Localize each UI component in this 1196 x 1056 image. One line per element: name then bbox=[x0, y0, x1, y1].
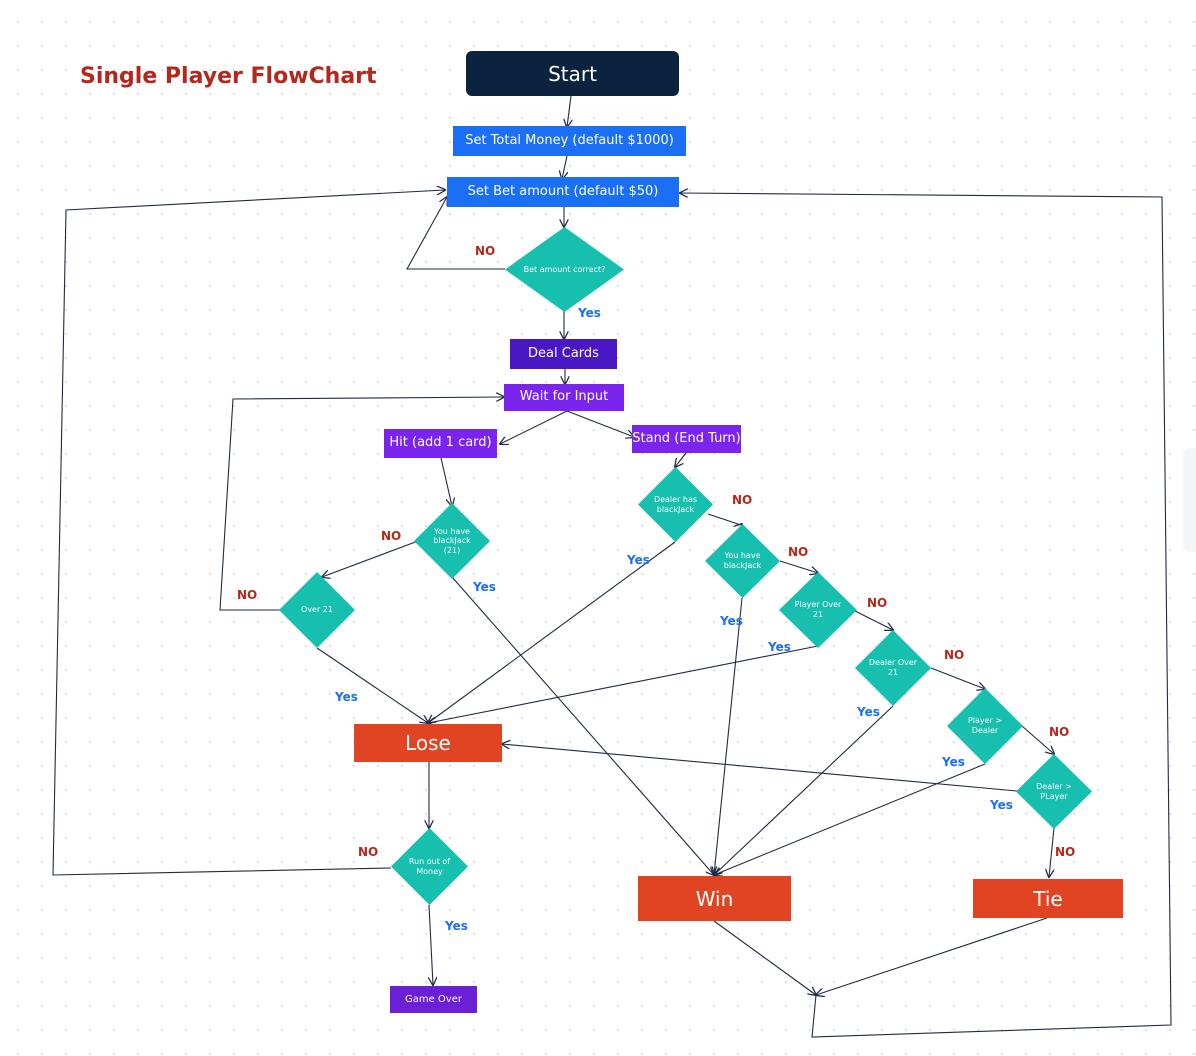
dealer-over-21-label: Dealer Over 21 bbox=[868, 658, 918, 677]
edge-label-no: NO bbox=[1055, 845, 1076, 859]
edge-merge-loop-to-set-bet bbox=[680, 193, 1172, 1038]
player-gt-dealer-decision[interactable]: Player > Dealer bbox=[947, 688, 1023, 764]
edge-player-over21-no-to-dealer-over21 bbox=[854, 610, 893, 630]
edge-player-gt-dealer-yes-to-win bbox=[714, 763, 986, 875]
player-gt-dealer-label: Player > Dealer bbox=[967, 716, 1003, 735]
edge-set-total-money-to-set-bet bbox=[562, 155, 567, 179]
edge-hit-to-blackjack21 bbox=[440, 457, 452, 506]
edge-dealer-bj-yes-to-lose bbox=[428, 541, 676, 723]
edge-bet-correct-no-loop bbox=[406, 197, 505, 270]
you-have-blackjack-label: You have blackJack bbox=[723, 551, 762, 570]
edge-wait-to-hit bbox=[500, 410, 568, 444]
game-over-node[interactable]: Game Over bbox=[390, 986, 477, 1013]
wait-for-input-label: Wait for Input bbox=[519, 389, 609, 405]
edge-label-no: NO bbox=[732, 493, 753, 507]
chart-title: Single Player FlowChart bbox=[80, 64, 377, 89]
edge-wait-to-stand bbox=[566, 410, 634, 437]
set-bet-amount-node[interactable]: Set Bet amount (default $50) bbox=[447, 177, 679, 207]
dealer-has-blackjack-decision[interactable]: Dealer has blackJack bbox=[638, 467, 713, 542]
start-node[interactable]: Start bbox=[466, 51, 679, 96]
edge-dealer-over21-no-to-player-gt-dealer bbox=[930, 667, 985, 689]
deal-cards-label: Deal Cards bbox=[528, 345, 599, 361]
you-have-blackjack-decision[interactable]: You have blackJack bbox=[705, 524, 780, 598]
edge-dealer-gt-player-yes-to-lose bbox=[502, 744, 1018, 792]
run-out-of-money-decision[interactable]: Run out of Money bbox=[391, 828, 468, 905]
edge-stand-to-dealer-bj bbox=[675, 452, 687, 467]
edge-dealer-over21-yes-to-win bbox=[714, 705, 894, 875]
edge-run-out-no-to-set-bet bbox=[52, 190, 445, 876]
edge-label-no: NO bbox=[237, 588, 258, 602]
win-node[interactable]: Win bbox=[638, 876, 791, 921]
hit-label: Hit (add 1 card) bbox=[389, 435, 492, 451]
edge-label-no: NO bbox=[788, 545, 809, 559]
edge-over21-no-to-wait bbox=[219, 397, 504, 611]
hit-node[interactable]: Hit (add 1 card) bbox=[384, 429, 497, 458]
you-have-blackjack-21-decision[interactable]: You have blackJack (21) bbox=[414, 503, 490, 579]
tie-node[interactable]: Tie bbox=[973, 879, 1123, 918]
tie-label: Tie bbox=[1033, 886, 1063, 911]
stand-node[interactable]: Stand (End Turn) bbox=[632, 425, 741, 453]
edge-you-bj-yes-to-win bbox=[714, 597, 743, 875]
wait-for-input-node[interactable]: Wait for Input bbox=[504, 384, 624, 411]
game-over-label: Game Over bbox=[404, 994, 462, 1005]
edge-over21-yes-to-lose bbox=[316, 647, 428, 723]
over-21-decision[interactable]: Over 21 bbox=[279, 572, 355, 648]
start-label: Start bbox=[548, 61, 597, 86]
edge-player-over21-yes-to-lose bbox=[428, 645, 819, 723]
edge-label-yes: Yes bbox=[720, 614, 743, 628]
over-21-label: Over 21 bbox=[301, 605, 333, 615]
set-bet-amount-label: Set Bet amount (default $50) bbox=[467, 183, 659, 199]
edge-dealer-bj-no-to-you-bj bbox=[707, 513, 742, 525]
dealer-gt-player-decision[interactable]: Dealer > PLayer bbox=[1016, 754, 1092, 829]
win-label: Win bbox=[695, 886, 734, 911]
edge-label-yes: Yes bbox=[768, 640, 791, 654]
run-out-of-money-label: Run out of Money bbox=[408, 856, 451, 876]
edge-label-no: NO bbox=[944, 648, 965, 662]
side-panel-tab bbox=[1183, 448, 1196, 552]
set-total-money-node[interactable]: Set Total Money (default $1000) bbox=[453, 126, 686, 156]
edge-run-out-yes-to-game-over bbox=[429, 904, 433, 985]
edge-label-no: NO bbox=[867, 596, 888, 610]
set-total-money-label: Set Total Money (default $1000) bbox=[465, 132, 674, 148]
you-have-blackjack-21-label: You have blackJack (21) bbox=[433, 526, 471, 555]
edge-you-bj-no-to-player-over21 bbox=[779, 560, 818, 573]
edge-label-no: NO bbox=[358, 845, 379, 859]
edge-label-yes: Yes bbox=[578, 306, 601, 320]
deal-cards-node[interactable]: Deal Cards bbox=[510, 339, 617, 369]
edge-label-no: NO bbox=[1049, 725, 1070, 739]
edge-label-yes: Yes bbox=[627, 553, 650, 567]
lose-node[interactable]: Lose bbox=[354, 724, 502, 762]
lose-label: Lose bbox=[405, 731, 451, 755]
edge-label-no: NO bbox=[381, 529, 402, 543]
edge-label-yes: Yes bbox=[942, 755, 965, 769]
edge-label-yes: Yes bbox=[473, 580, 496, 594]
edge-label-yes: Yes bbox=[335, 690, 358, 704]
edge-win-to-merge bbox=[713, 920, 816, 995]
player-over-21-label: Player Over 21 bbox=[794, 600, 842, 619]
edge-label-yes: Yes bbox=[445, 919, 468, 933]
edge-dealer-gt-player-no-to-tie bbox=[1049, 827, 1055, 877]
edge-tie-to-merge bbox=[816, 917, 1048, 995]
dealer-gt-player-label: Dealer > PLayer bbox=[1036, 781, 1072, 801]
dealer-has-blackjack-label: Dealer has blackJack bbox=[653, 494, 698, 514]
player-over-21-decision[interactable]: Player Over 21 bbox=[779, 572, 857, 648]
edge-blackjack21-yes-to-win bbox=[451, 576, 714, 875]
edge-player-gt-dealer-no-to-dealer-gt-player bbox=[1021, 725, 1054, 754]
edge-label-no: NO bbox=[475, 244, 496, 258]
dealer-over-21-decision[interactable]: Dealer Over 21 bbox=[855, 630, 931, 706]
edge-label-yes: Yes bbox=[857, 705, 880, 719]
stand-label: Stand (End Turn) bbox=[632, 430, 741, 446]
bet-amount-correct-decision[interactable]: Bet amount correct? bbox=[505, 227, 624, 312]
edge-label-yes: Yes bbox=[990, 798, 1013, 812]
edge-blackjack21-no-to-over21 bbox=[322, 540, 419, 577]
bet-amount-correct-label: Bet amount correct? bbox=[523, 264, 606, 274]
edge-start-to-set-total-money bbox=[567, 95, 571, 127]
